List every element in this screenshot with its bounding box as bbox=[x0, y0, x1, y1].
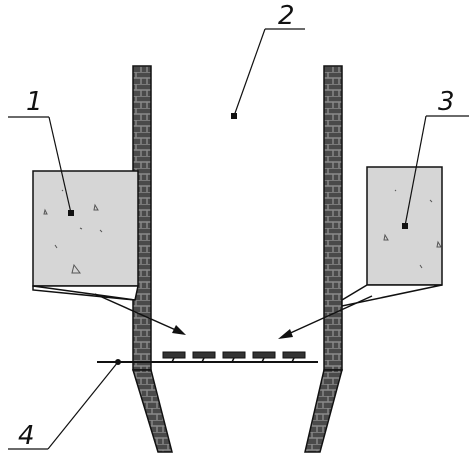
leader-1 bbox=[8, 116, 74, 216]
callout-3: 3 bbox=[438, 87, 455, 117]
tray-item bbox=[282, 351, 306, 363]
right-wall bbox=[304, 65, 343, 453]
callout-1: 1 bbox=[26, 87, 43, 117]
tray-item bbox=[222, 351, 246, 363]
leader-4 bbox=[8, 359, 121, 450]
right-block bbox=[341, 166, 443, 307]
tray bbox=[97, 351, 318, 363]
leader-3 bbox=[402, 115, 469, 229]
tray-item bbox=[192, 351, 216, 363]
tray-items bbox=[162, 351, 306, 363]
callout-2: 2 bbox=[278, 1, 295, 31]
flow-arrow-left bbox=[94, 293, 186, 335]
left-wall bbox=[131, 65, 173, 453]
tray-item bbox=[252, 351, 276, 363]
flow-arrow-right bbox=[278, 295, 373, 339]
left-block bbox=[32, 170, 139, 301]
leader-2 bbox=[231, 28, 305, 119]
callout-4: 4 bbox=[18, 421, 35, 451]
tray-item bbox=[162, 351, 186, 363]
